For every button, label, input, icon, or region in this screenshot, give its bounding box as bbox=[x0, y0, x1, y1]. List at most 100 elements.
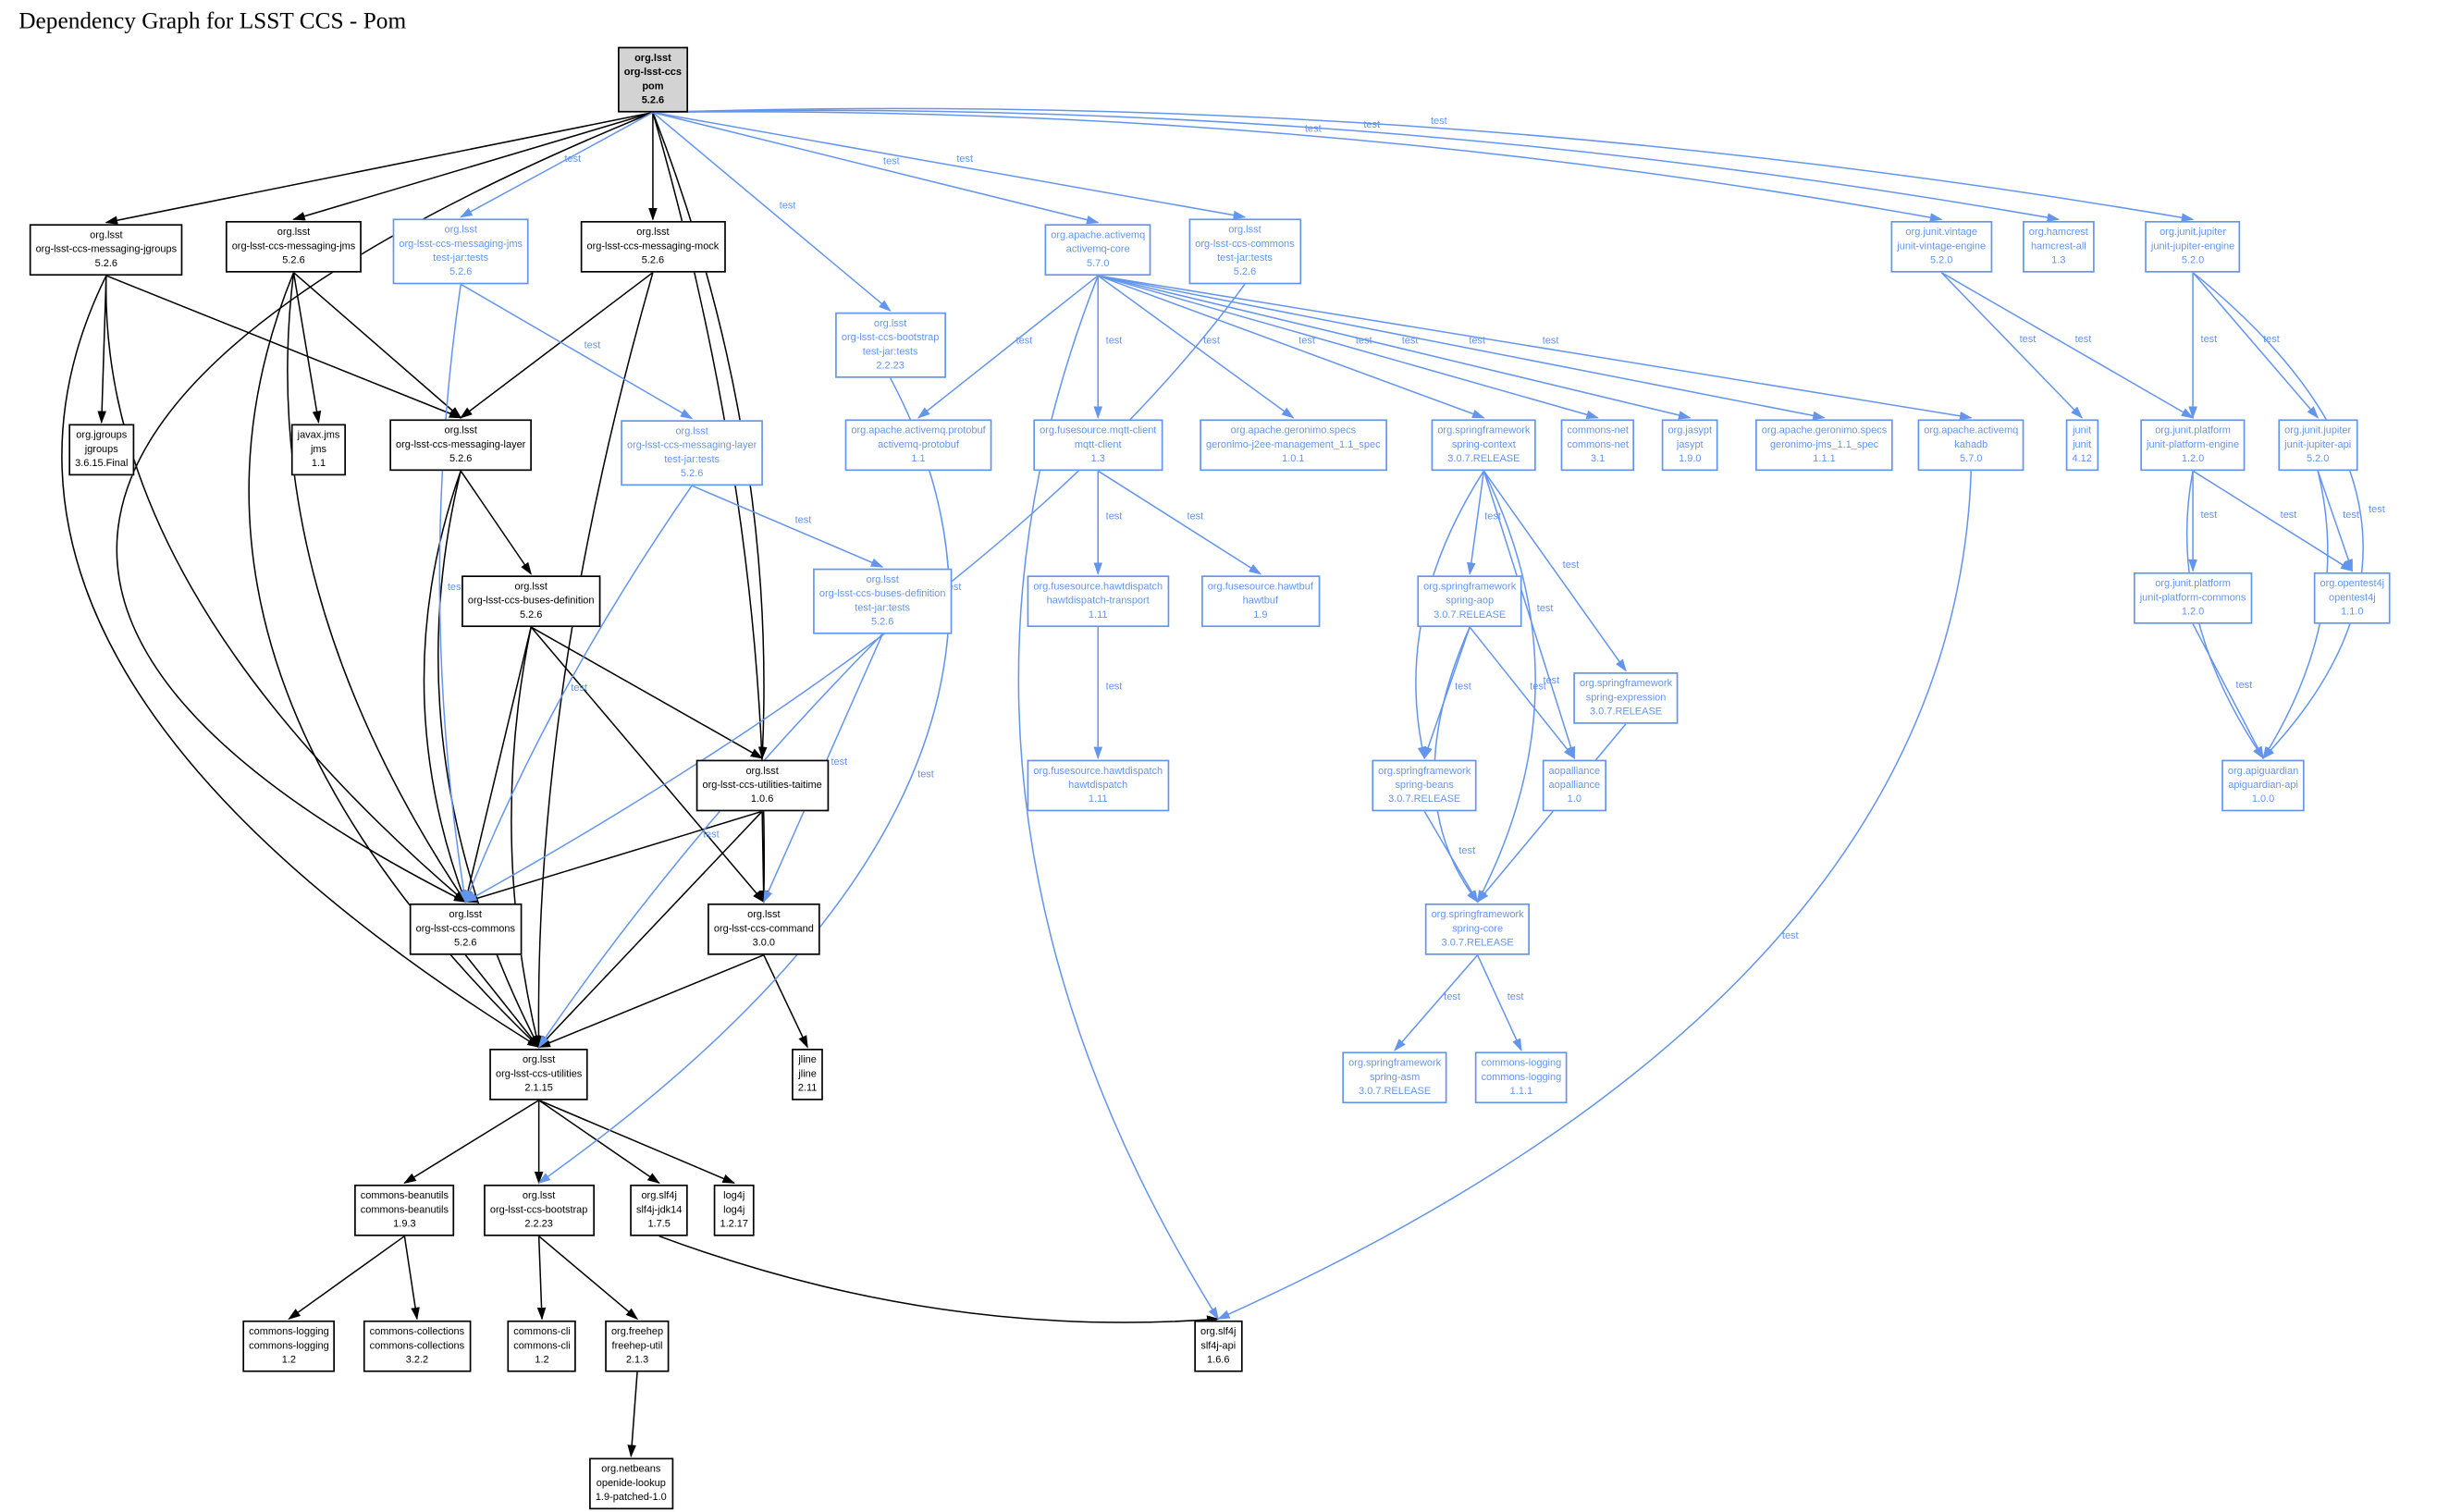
node-label-line: org-lsst-ccs-messaging-jms bbox=[231, 240, 356, 252]
edge-utilities-to-slf4j-jdk14 bbox=[538, 1100, 660, 1185]
node-label-line: org.lsst bbox=[444, 225, 477, 237]
node-label-line: org-lsst-ccs-bootstrap bbox=[841, 332, 940, 344]
edge-label-test: test bbox=[1402, 336, 1419, 347]
node-label-line: 2.1.15 bbox=[524, 1083, 553, 1095]
edge-activemq-core-to-geronimo-j2ee bbox=[1097, 275, 1295, 419]
edge-freehep-util-to-openide-lookup bbox=[627, 1371, 638, 1458]
edge-pom-to-jupiter-engine bbox=[652, 107, 2195, 222]
node-label-line: junit-vintage-engine bbox=[1897, 240, 1987, 252]
node-label-line: org-lsst-ccs-buses-definition bbox=[818, 588, 946, 600]
node-label-line: org.opentest4j bbox=[2320, 578, 2385, 590]
edge-label-test: test bbox=[1356, 336, 1372, 347]
node-label-line: commons-cli bbox=[513, 1340, 571, 1352]
node-label-line: spring-aop bbox=[1446, 596, 1495, 608]
edge-label-test: test bbox=[565, 154, 582, 165]
edge-platform-commons-to-apiguardian bbox=[2192, 623, 2264, 760]
node-label-line: commons-net bbox=[1567, 439, 1629, 451]
node-label-line: 5.7.0 bbox=[1087, 258, 1110, 270]
node-label-line: org.lsst bbox=[1228, 225, 1261, 237]
edge-label-test: test bbox=[1203, 336, 1220, 347]
node-label-line: geronimo-jms_1.1_spec bbox=[1769, 439, 1879, 451]
node-label-line: org.freehep bbox=[610, 1326, 664, 1338]
edge-slf4j-jdk14-to-slf4j-api bbox=[658, 1235, 1220, 1324]
edge-junit-vintage-to-junit bbox=[1940, 272, 2084, 419]
node-label-line: org.jasypt bbox=[1668, 425, 1713, 437]
node-label-line: org.junit.platform bbox=[2155, 578, 2231, 590]
node-label-line: org.lsst bbox=[634, 53, 671, 65]
node-label-line: 1.0.0 bbox=[2251, 793, 2275, 805]
edge-label-test: test bbox=[883, 156, 900, 167]
edge-activemq-core-to-jasypt bbox=[1098, 275, 1692, 420]
edge-msg-jms-to-ccs-commons bbox=[287, 272, 467, 904]
edge-label-test: test bbox=[831, 756, 847, 768]
edge-bootstrap-to-freehep-util bbox=[538, 1235, 639, 1321]
edge-label-test: test bbox=[1458, 845, 1475, 856]
node-label-line: kahadb bbox=[1954, 439, 1988, 451]
edge-msg-mock-to-msg-layer bbox=[460, 272, 654, 419]
edge-msg-jms-to-javax-jms bbox=[292, 272, 322, 424]
edge-label-test: test bbox=[1431, 116, 1447, 127]
edge-activemq-core-to-geronimo-jms bbox=[1098, 275, 1826, 421]
node-label-line: opentest4j bbox=[2328, 592, 2376, 604]
edge-label-test: test bbox=[1305, 123, 1322, 134]
node-label-line: 3.1 bbox=[1590, 453, 1606, 465]
node-label-line: org.junit.jupiter bbox=[2284, 425, 2352, 437]
node-label-line: org.apache.geronimo.specs bbox=[1230, 425, 1357, 437]
node-label-line: openide-lookup bbox=[596, 1478, 666, 1490]
edge-pom-to-msg-jgroups bbox=[105, 111, 654, 225]
node-label-line: 1.3 bbox=[2051, 255, 2066, 266]
node-label-line: test-jar:tests bbox=[862, 346, 918, 358]
node-label-line: 1.9-patched-1.0 bbox=[595, 1492, 667, 1504]
edge-label-test: test bbox=[2263, 334, 2280, 345]
edge-spring-context-to-spring-aop bbox=[1467, 471, 1485, 575]
node-label-line: 5.2.6 bbox=[94, 258, 118, 270]
edge-activemq-core-to-spring-context bbox=[1097, 275, 1485, 419]
node-label-line: 3.0.7.RELEASE bbox=[1447, 453, 1520, 465]
edge-spring-core-to-commons-logging-111 bbox=[1476, 954, 1522, 1051]
node-label-line: 3.6.15.Final bbox=[75, 458, 129, 470]
edge-junit-vintage-to-platform-engine bbox=[1940, 272, 2195, 419]
node-label-line: 1.0.1 bbox=[1282, 453, 1305, 465]
node-label-line: org.junit.vintage bbox=[1905, 227, 1977, 239]
node-label-line: 1.3 bbox=[1090, 453, 1105, 465]
edge-label-test: test bbox=[1298, 336, 1315, 347]
edge-label-test: test bbox=[1187, 511, 1203, 522]
node-label-line: org.lsst bbox=[866, 574, 899, 586]
node-label-line: 5.2.6 bbox=[449, 266, 473, 278]
node-label-line: 5.2.6 bbox=[519, 609, 543, 621]
node-label-line: junit bbox=[2073, 425, 2092, 437]
edge-pom-to-hamcrest bbox=[652, 109, 2061, 222]
edge-label-test: test bbox=[1537, 603, 1554, 614]
node-label-line: commons-logging bbox=[249, 1326, 329, 1338]
node-label-line: 2.1.3 bbox=[625, 1355, 649, 1366]
node-label-line: 1.1.1 bbox=[1813, 453, 1836, 465]
node-label-line: org-lsst-ccs-buses-definition bbox=[467, 596, 595, 608]
node-label-line: junit-jupiter-api bbox=[2284, 439, 2352, 451]
edge-label-test: test bbox=[2201, 334, 2218, 345]
node-label-line: org.slf4j bbox=[1200, 1326, 1237, 1338]
node-label-line: org.junit.platform bbox=[2155, 425, 2231, 437]
edge-bootstrap-to-commons-cli bbox=[536, 1235, 547, 1321]
graph-title: Dependency Graph for LSST CCS - Pom bbox=[18, 9, 407, 35]
node-label-line: 1.1 bbox=[311, 458, 326, 470]
edge-label-test: test bbox=[571, 682, 587, 694]
